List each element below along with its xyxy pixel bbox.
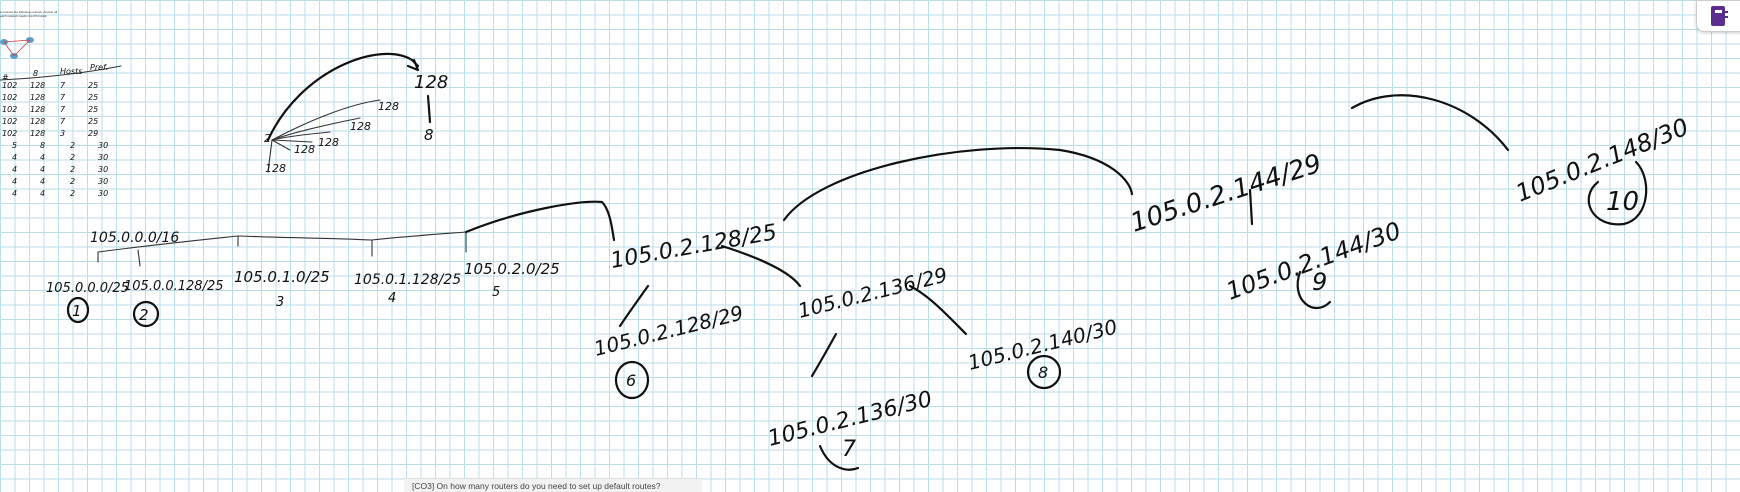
slide-thumbnail: a network the following network. Answer … bbox=[0, 10, 68, 26]
table-cell: 30 bbox=[98, 177, 108, 186]
slide-text-line: a network the following network. Answer … bbox=[0, 10, 58, 14]
table-cell: 5 bbox=[12, 141, 17, 150]
table-cell: 2 bbox=[70, 177, 75, 186]
table-cell: 4 bbox=[40, 189, 45, 198]
table-cell: 7 bbox=[60, 93, 66, 102]
table-cell: 3 bbox=[60, 129, 65, 138]
table-cell: 128 bbox=[30, 81, 45, 90]
subnet-id: 1 bbox=[72, 302, 82, 320]
notebook-icon bbox=[1711, 6, 1728, 26]
table-cell: 2 bbox=[70, 165, 75, 174]
table-cell: 102 bbox=[2, 117, 17, 126]
subnet-label: 105.0.0.0/25 bbox=[46, 281, 129, 296]
subnet-label: 105.0.0.128/25 bbox=[124, 279, 224, 294]
table-cell: 25 bbox=[88, 93, 98, 102]
sketch-label: 128 bbox=[265, 162, 286, 175]
subnet-id: 9 bbox=[1312, 268, 1327, 296]
table-cell: 29 bbox=[88, 129, 98, 138]
sketch-label: 128 bbox=[318, 136, 339, 149]
table-cell: 4 bbox=[40, 165, 45, 174]
sketch-label: 128 bbox=[378, 100, 399, 113]
table-cell: 25 bbox=[88, 81, 98, 90]
subnet-label: 105.0.2.128/29 bbox=[591, 301, 745, 361]
subnet-id: 6 bbox=[626, 371, 636, 390]
question-bar: [CO3] On how many routers do you need to… bbox=[404, 478, 702, 492]
sketch-label: 8 bbox=[424, 126, 434, 144]
table-cell: 7 bbox=[60, 117, 66, 126]
subnet-id: 8 bbox=[1038, 363, 1048, 382]
sketch-label: 128 bbox=[414, 72, 448, 93]
table-cell: 7 bbox=[60, 81, 66, 90]
table-cell: 128 bbox=[30, 105, 45, 114]
table-cell: 30 bbox=[98, 189, 108, 198]
table-cell: 30 bbox=[98, 141, 108, 150]
table-header: Hosts bbox=[60, 67, 82, 76]
table-cell: 25 bbox=[88, 117, 98, 126]
table-cell: 102 bbox=[2, 129, 17, 138]
subnet-label: 105.0.1.0/25 bbox=[234, 268, 330, 286]
subnet-id: 3 bbox=[276, 295, 284, 310]
subnet-label: 105.0.2.0/25 bbox=[464, 260, 560, 278]
table-cell: 30 bbox=[98, 165, 108, 174]
notebook-button[interactable] bbox=[1696, 0, 1740, 32]
table-cell: 4 bbox=[12, 165, 17, 174]
table-cell: 25 bbox=[88, 105, 98, 114]
subnet-id: 4 bbox=[388, 291, 396, 306]
table-cell: 2 bbox=[70, 141, 75, 150]
sketch-label: 128 bbox=[350, 120, 371, 133]
table-cell: 128 bbox=[30, 129, 45, 138]
table-cell: 30 bbox=[98, 153, 108, 162]
subnet-id: 7 bbox=[842, 437, 856, 462]
table-cell: 4 bbox=[12, 153, 17, 162]
table-cell: 128 bbox=[30, 93, 45, 102]
subnet-id: 5 bbox=[492, 285, 500, 300]
table-header: Pref. bbox=[90, 63, 108, 72]
table-cell: 2 bbox=[70, 189, 75, 198]
subnet-label: 105.0.2.144/29 bbox=[1127, 149, 1326, 239]
table-cell: 4 bbox=[40, 153, 45, 162]
slide-text-line: each network needs, the IPv4 addr. bbox=[0, 14, 48, 18]
subnet-label: 105.0.2.136/29 bbox=[795, 263, 949, 323]
table-cell: 4 bbox=[40, 177, 45, 186]
sketch-label: 2 bbox=[264, 132, 271, 145]
sketch-label: 128 bbox=[294, 143, 315, 156]
subnet-label: 105.0.2.148/30 bbox=[1512, 113, 1693, 208]
table-cell: 102 bbox=[2, 81, 17, 90]
table-cell: 2 bbox=[70, 153, 75, 162]
table-header: # bbox=[2, 73, 9, 82]
table-cell: 102 bbox=[2, 93, 17, 102]
table-cell: 7 bbox=[60, 105, 66, 114]
subnet-label: 105.0.2.128/25 bbox=[609, 220, 779, 274]
table-header: 8 bbox=[33, 69, 38, 78]
table-cell: 102 bbox=[2, 105, 17, 114]
root-network-label: 105.0.0.0/16 bbox=[90, 230, 179, 246]
table-cell: 8 bbox=[40, 141, 45, 150]
network-diagram-thumbnail bbox=[0, 37, 34, 59]
table-cell: 128 bbox=[30, 117, 45, 126]
table-cell: 4 bbox=[12, 177, 17, 186]
table-cell: 4 bbox=[12, 189, 17, 198]
subnet-label: 105.0.1.128/25 bbox=[354, 272, 461, 288]
subnet-id: 2 bbox=[139, 306, 149, 324]
subnet-id: 10 bbox=[1606, 187, 1639, 217]
